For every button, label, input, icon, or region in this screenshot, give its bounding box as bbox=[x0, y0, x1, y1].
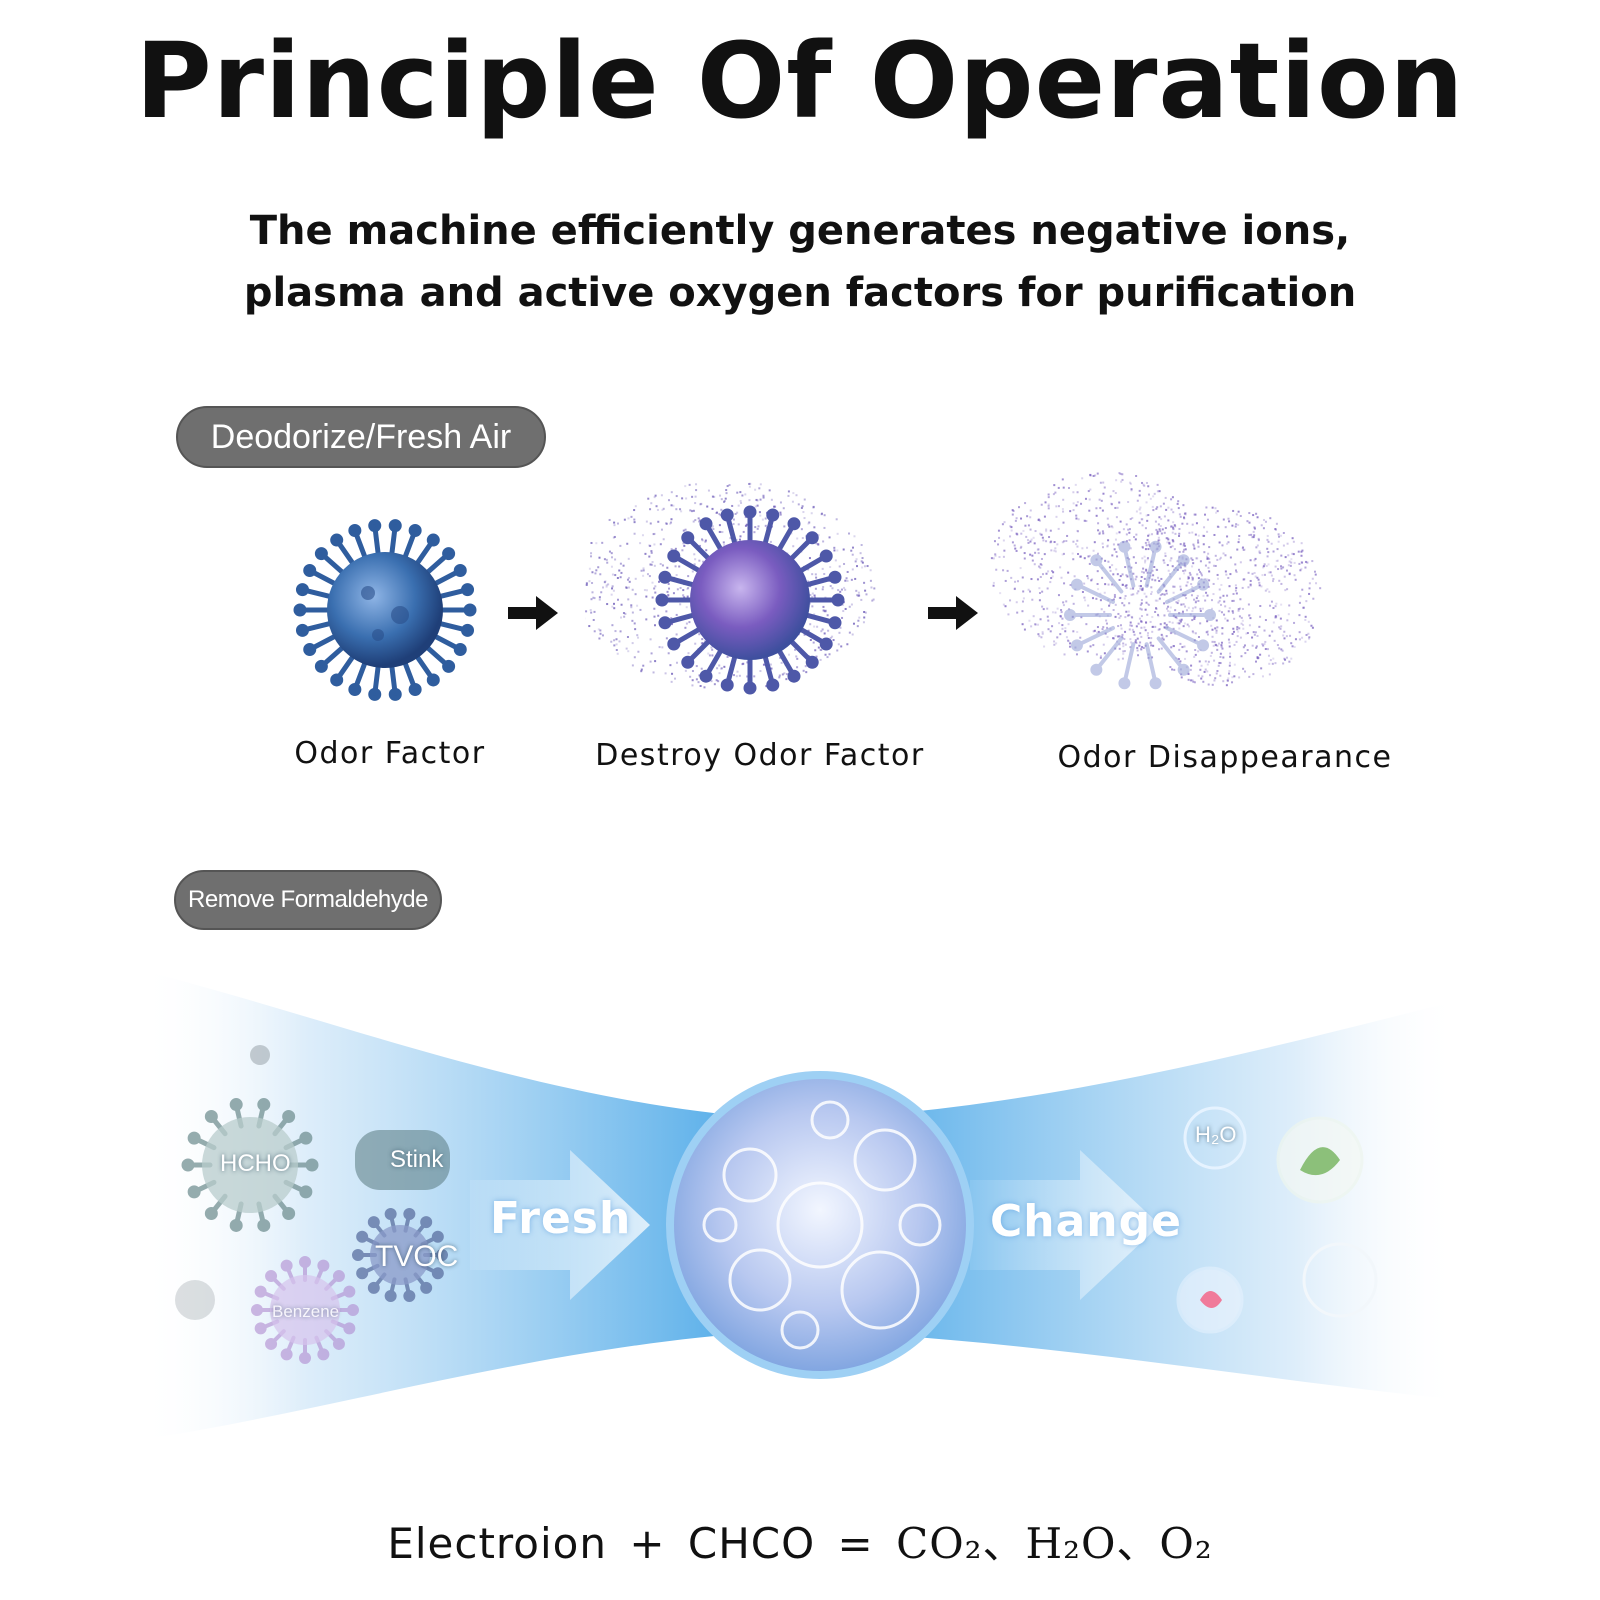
water-badge: H₂O bbox=[1195, 1122, 1237, 1147]
arrow-right-icon bbox=[508, 596, 558, 630]
subtitle-line-2: plasma and active oxygen factors for pur… bbox=[243, 270, 1357, 316]
purification-flow-band bbox=[140, 970, 1460, 1440]
dispersed-particles-icon bbox=[990, 472, 1322, 690]
pollutant-benzene: Benzene bbox=[272, 1302, 340, 1321]
pollutant-tvoc: TVOC bbox=[375, 1240, 459, 1273]
page-title: Principle Of Operation bbox=[135, 20, 1465, 142]
flow-label-change: Change bbox=[990, 1196, 1182, 1247]
step-label-odor-disappearance: Odor Disappearance bbox=[1057, 740, 1393, 775]
flow-label-fresh: Fresh bbox=[490, 1193, 632, 1244]
subtitle-line-1: The machine efficiently generates negati… bbox=[249, 208, 1351, 254]
equation-equals: = bbox=[837, 1519, 874, 1568]
step-label-destroy-odor: Destroy Odor Factor bbox=[595, 738, 925, 773]
virus-icon bbox=[293, 519, 477, 701]
arrow-right-icon bbox=[928, 596, 978, 630]
equation-reactant: CHCO bbox=[687, 1519, 816, 1568]
equation-electroion: Electroion bbox=[387, 1519, 607, 1568]
pollutant-hcho: HCHO bbox=[220, 1150, 291, 1177]
equation-plus: + bbox=[629, 1519, 666, 1568]
formaldehyde-pill: Remove Formaldehyde bbox=[174, 870, 442, 930]
equation-products: CO₂、H₂O、O₂ bbox=[896, 1519, 1213, 1568]
dissolving-virus-icon bbox=[585, 482, 876, 695]
deodorize-pill: Deodorize/Fresh Air bbox=[176, 406, 546, 468]
step-label-odor-factor: Odor Factor bbox=[294, 736, 486, 771]
page-subtitle: The machine efficiently generates negati… bbox=[0, 200, 1600, 324]
reaction-equation: Electroion + CHCO = CO₂、H₂O、O₂ bbox=[0, 1510, 1600, 1571]
pollutant-stink: Stink bbox=[390, 1146, 444, 1173]
